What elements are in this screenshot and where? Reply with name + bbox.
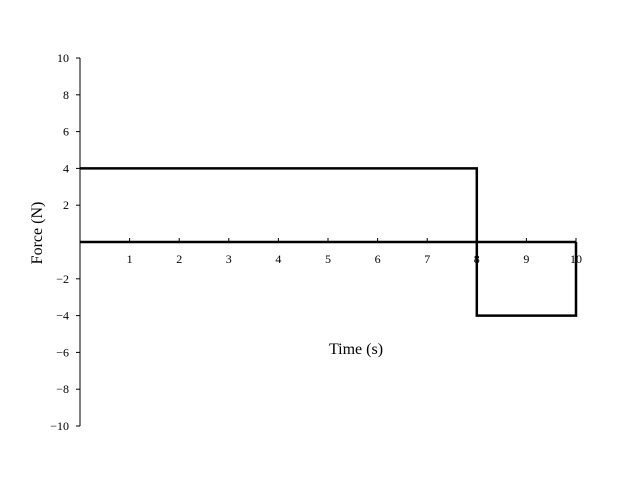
force-series-line xyxy=(80,167,578,317)
y-tick-label: −6 xyxy=(56,345,69,359)
y-tick-label: 2 xyxy=(63,198,69,212)
x-tick-label: 5 xyxy=(325,252,331,266)
x-tick-label: 6 xyxy=(375,252,381,266)
series-group xyxy=(80,167,578,317)
y-tick-label: −10 xyxy=(50,419,69,433)
x-tick-label: 1 xyxy=(127,252,133,266)
y-tick-label: 10 xyxy=(57,51,69,65)
x-tick-label: 9 xyxy=(523,252,529,266)
y-tick-label: −2 xyxy=(56,272,69,286)
y-tick-label: −8 xyxy=(56,382,69,396)
x-tick-label: 2 xyxy=(176,252,182,266)
x-tick-label: 4 xyxy=(275,252,281,266)
x-tick-label: 3 xyxy=(226,252,232,266)
y-tick-label: −4 xyxy=(56,309,69,323)
y-axis-label: Force (N) xyxy=(29,202,46,265)
x-tick-label: 7 xyxy=(424,252,430,266)
y-tick-label: 8 xyxy=(63,88,69,102)
x-axis-label: Time (s) xyxy=(329,341,383,358)
y-tick-label: 4 xyxy=(63,161,69,175)
y-tick-label: 6 xyxy=(63,125,69,139)
